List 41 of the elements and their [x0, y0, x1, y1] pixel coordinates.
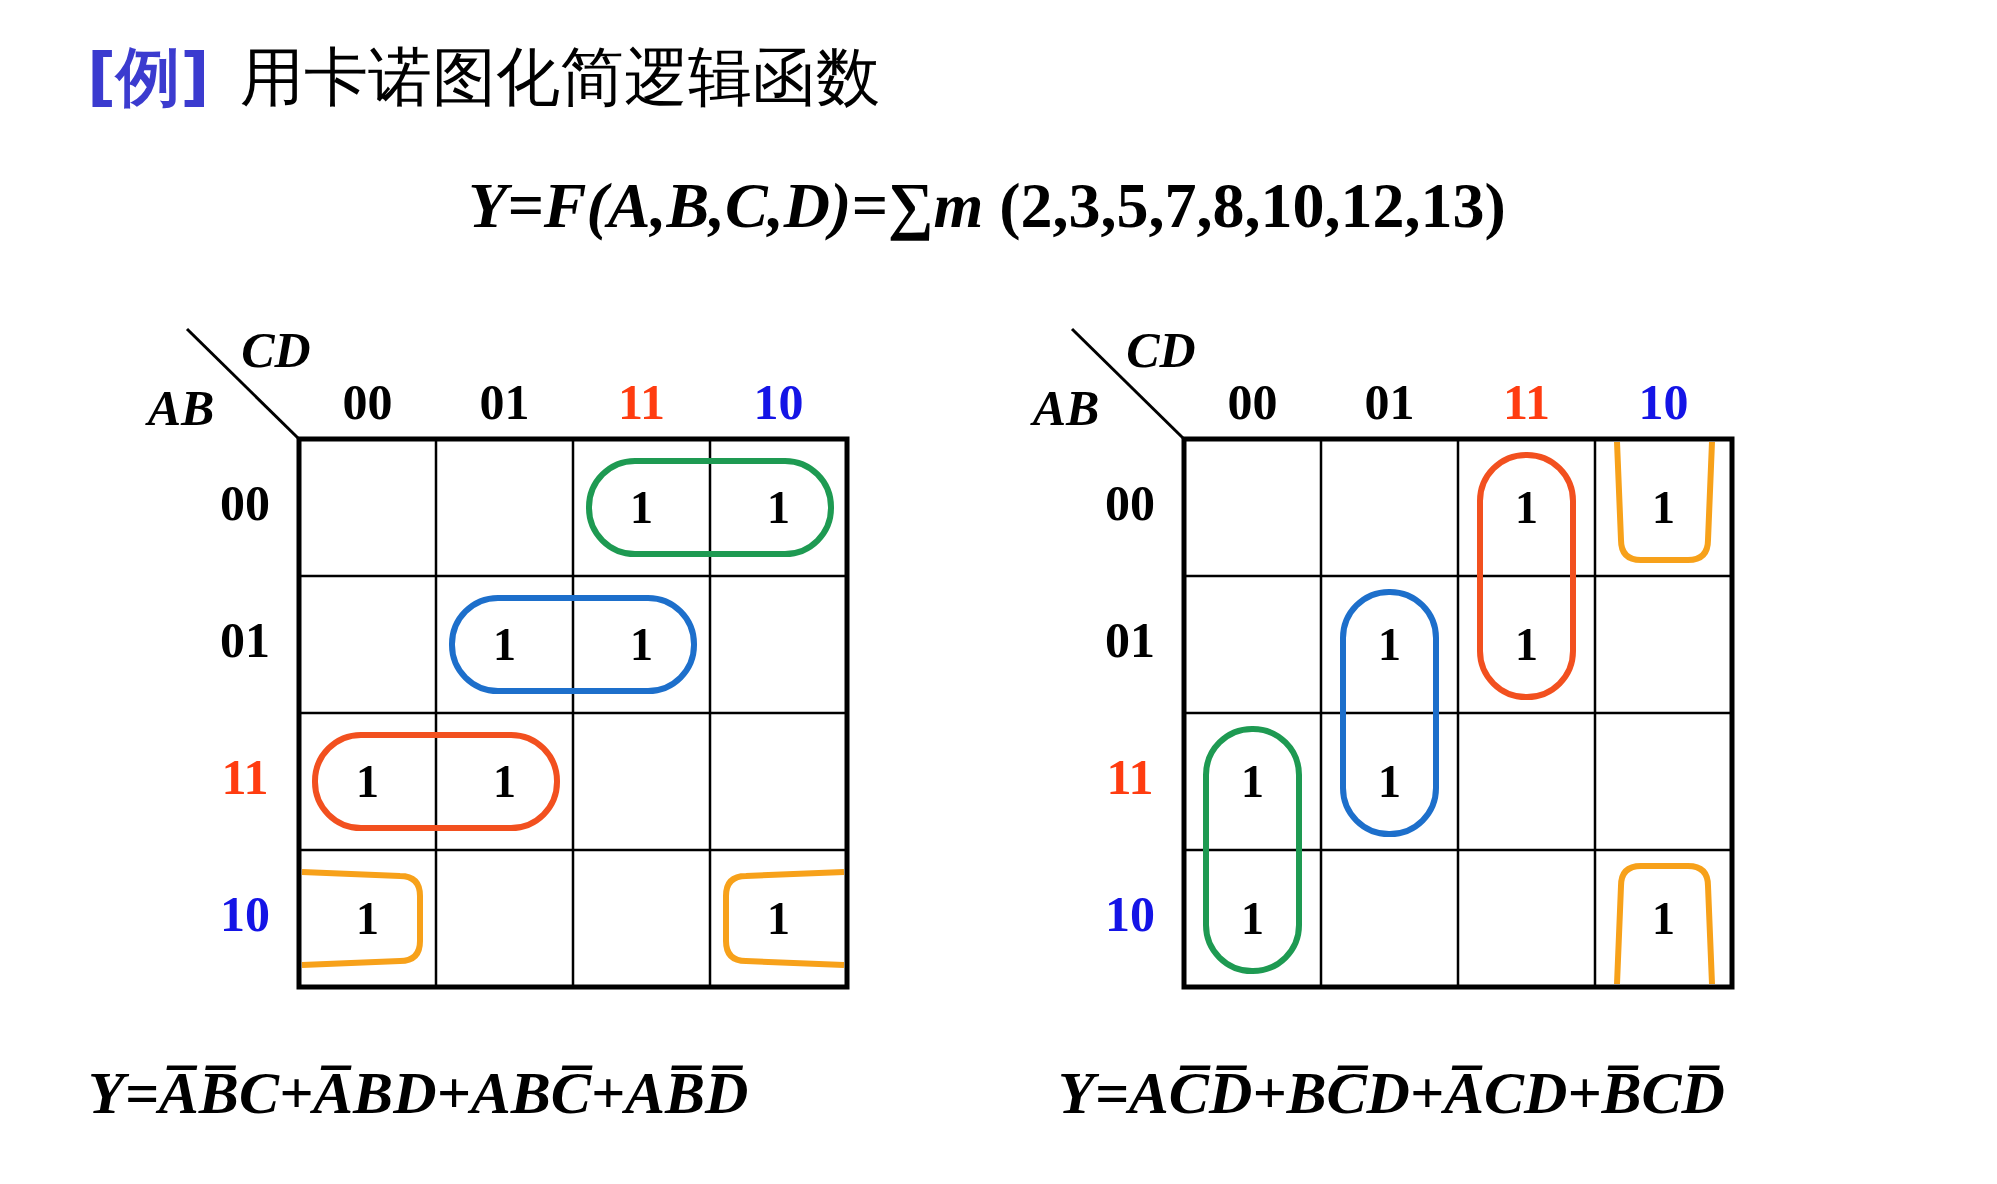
column-header: 00	[1227, 375, 1278, 429]
result-formula: Y=A̅B̅C+A̅BD+ABC̅+AB̅D̅	[88, 1062, 749, 1125]
cell-value: 1	[767, 483, 790, 532]
column-header: 01	[1364, 375, 1415, 429]
cell-value: 1	[1515, 483, 1538, 532]
result-formula: Y=AC̅D̅+BC̅D+A̅CD+B̅CD̅	[1058, 1062, 1725, 1125]
row-header: 11	[1106, 750, 1154, 803]
title: 用卡诺图化简逻辑函数	[240, 44, 880, 112]
column-header: 10	[753, 375, 804, 429]
row-header: 10	[1105, 887, 1155, 940]
cell-value: 1	[630, 483, 653, 532]
row-header: 00	[220, 476, 270, 529]
cell-value: 1	[356, 894, 379, 943]
cell-value: 1	[1515, 620, 1538, 669]
cell-value: 1	[1378, 620, 1401, 669]
cell-value: 1	[493, 620, 516, 669]
column-header: 00	[342, 375, 393, 429]
cell-value: 1	[356, 757, 379, 806]
cell-value: 1	[630, 620, 653, 669]
column-header: 01	[479, 375, 530, 429]
row-header: 10	[220, 887, 270, 940]
cell-value: 1	[1241, 894, 1264, 943]
row-header: 01	[1105, 613, 1155, 666]
cell-value: 1	[767, 894, 790, 943]
row-header: 11	[221, 750, 269, 803]
cell-value: 1	[1378, 757, 1401, 806]
column-header: 11	[617, 375, 666, 429]
cell-value: 1	[1241, 757, 1264, 806]
row-header: 00	[1105, 476, 1155, 529]
axis-label: AB	[147, 381, 215, 435]
cell-value: 1	[493, 757, 516, 806]
column-header: 10	[1638, 375, 1689, 429]
column-header: 11	[1502, 375, 1551, 429]
cell-value: 1	[1652, 894, 1675, 943]
row-header: 01	[220, 613, 270, 666]
cell-value: 1	[1652, 483, 1675, 532]
axis-label: AB	[1032, 381, 1100, 435]
axis-label: CD	[1126, 323, 1196, 377]
example-tag: [例]	[87, 44, 210, 112]
formula: Y=F(A,B,C,D)=∑m (2,3,5,7,8,10,12,13)	[468, 172, 1506, 240]
axis-label: CD	[241, 323, 311, 377]
